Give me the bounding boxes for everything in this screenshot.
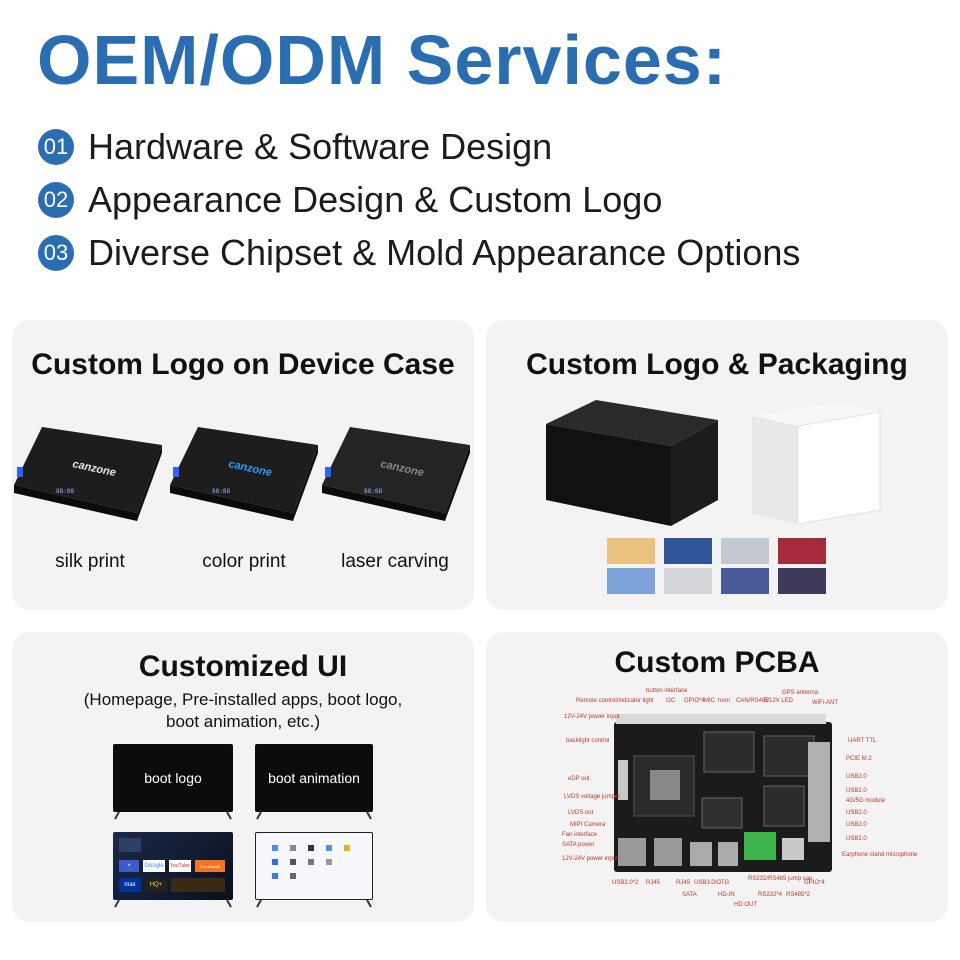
tv-boot-logo: boot logo: [113, 744, 233, 820]
pcb-callout-label: 4G/5G module: [846, 798, 886, 804]
card-ui: Customized UI (Homepage, Pre-installed a…: [12, 632, 474, 922]
pcb-callout-label: USB2.0: [846, 774, 867, 780]
device-box-silk: canzone 88:88: [14, 427, 162, 521]
service-item-1: 01 Hardware & Software Design: [38, 126, 552, 168]
option-label: silk print: [55, 551, 125, 572]
tv-screen: [255, 832, 373, 900]
pcb-callout-label: LVDS voltage jumper: [564, 794, 621, 800]
card-packaging: Custom Logo & Packaging: [486, 320, 948, 610]
option-label: color print: [202, 551, 286, 572]
pcb-callout-label: USB2.0: [846, 836, 867, 842]
service-item-3: 03 Diverse Chipset & Mold Appearance Opt…: [38, 232, 800, 274]
pcb-callout-label: SATA power: [562, 842, 595, 848]
device-boxes-image: canzone 88:88 canzone 88:88 canzone 88:8…: [14, 427, 470, 521]
tv-homepage-light: [255, 832, 373, 908]
pcb-callout-label: RS232/RS485 jump cap: [748, 876, 813, 882]
tv-homepage-dark: + Google YouTube Crunchyroll max HQ+: [113, 832, 233, 908]
app-tile: Google: [143, 860, 165, 872]
card-title: Custom PCBA: [614, 646, 820, 679]
pcb-board-image: [614, 714, 832, 872]
card-subtitle: boot animation, etc.): [165, 712, 321, 731]
pcb-callout-label: HD-IN: [718, 892, 735, 898]
color-swatch: [664, 568, 712, 594]
pcb-callout-label: MIC: [704, 698, 715, 704]
pcb-callout-label: USB2.0*2: [612, 880, 639, 886]
tv-boot-animation: boot animation: [255, 744, 373, 820]
color-swatch: [778, 538, 826, 564]
tv-stand: [114, 900, 232, 908]
tv-stand: [256, 812, 372, 820]
pcb-callout-label: I2C: [666, 698, 676, 704]
pcb-callout-label: RJ45: [646, 880, 661, 886]
pcb-callout-label: eDP out: [568, 776, 590, 782]
number-badge: 02: [38, 182, 74, 218]
color-swatch: [778, 568, 826, 594]
pcb-callout-label: 12V-24V power input: [564, 714, 620, 720]
pcb-callout-label: horn: [718, 698, 731, 704]
pcb-callout-label: 5/12V LED: [764, 698, 794, 704]
app-tile: Crunchyroll: [195, 860, 225, 872]
pcb-callout-label: Remote control/indicator light: [576, 698, 654, 704]
svg-text:88:88: 88:88: [56, 488, 74, 495]
pcb-callout-label: GPS antenna: [782, 690, 819, 696]
color-swatch: [664, 538, 712, 564]
pcb-callout-label: 12V-24V power input: [562, 856, 618, 862]
pcb-callout-label: USB2.0: [846, 788, 867, 794]
pcb-callout-label: RJ45: [676, 880, 691, 886]
tv-screen-text: boot animation: [255, 744, 373, 812]
pcb-callout-label: RS232*4: [758, 892, 783, 898]
card-subtitle: (Homepage, Pre-installed apps, boot logo…: [83, 690, 403, 709]
app-tile: max: [119, 878, 141, 892]
service-text: Hardware & Software Design: [88, 126, 553, 167]
pcb-callout-label: PCIE M.2: [846, 756, 872, 762]
device-box-color: canzone 88:88: [170, 427, 318, 521]
pcb-callout-label: GPIO*4: [684, 698, 705, 704]
device-box-laser: canzone 88:88: [322, 427, 470, 521]
tv-screen: + Google YouTube Crunchyroll max HQ+: [113, 832, 233, 900]
page-title: OEM/ODM Services:: [37, 21, 727, 99]
packaging-boxes-image: [546, 400, 881, 526]
pcb-callout-label: MIPI Camera: [570, 822, 606, 828]
color-swatch: [721, 568, 769, 594]
app-tile: HQ+: [145, 878, 167, 892]
service-text: Diverse Chipset & Mold Appearance Option…: [88, 232, 801, 273]
tv-stand: [114, 812, 232, 820]
number-badge: 01: [38, 129, 74, 165]
pcb-callout-label: button interface: [646, 688, 688, 694]
card-logo-case: Custom Logo on Device Case canzone 88:88…: [12, 320, 474, 610]
card-title: Customized UI: [138, 650, 348, 683]
card-title: Custom Logo & Packaging: [526, 348, 908, 381]
service-text: Appearance Design & Custom Logo: [88, 179, 663, 220]
pcb-callout-label: USB2.0: [846, 810, 867, 816]
white-box: [752, 402, 881, 525]
pcb-callout-label: USB2.0: [846, 822, 867, 828]
app-tile: YouTube: [169, 860, 191, 872]
pcb-callout-label: HD OUT: [734, 902, 757, 908]
pcb-callout-label: WiFi-ANT: [812, 700, 838, 706]
service-item-2: 02 Appearance Design & Custom Logo: [38, 179, 662, 221]
pcb-callout-label: RS485*2: [786, 892, 811, 898]
pcb-callout-label: Earphone stand microphone: [842, 852, 918, 858]
option-label: laser carving: [341, 551, 449, 572]
pcb-callout-label: SATA: [682, 892, 697, 898]
tv-stand: [256, 900, 372, 908]
color-swatch: [607, 568, 655, 594]
color-swatch: [607, 538, 655, 564]
pcb-callout-label: GPIO*4: [804, 880, 825, 886]
tv-screen-text: boot logo: [113, 744, 233, 812]
pcb-callout-label: Fan interface: [562, 832, 598, 838]
svg-text:88:88: 88:88: [364, 488, 382, 495]
pcb-callout-label: backlight control: [566, 738, 610, 744]
color-swatch: [721, 538, 769, 564]
number-badge: 03: [38, 235, 74, 271]
svg-text:88:88: 88:88: [212, 488, 230, 495]
pcb-callout-label: UART TTL: [848, 738, 877, 744]
pcb-callout-label: CAN/RS485: [736, 698, 769, 704]
card-title: Custom Logo on Device Case: [31, 348, 455, 381]
app-icons-grid: [272, 845, 350, 879]
black-box: [546, 400, 718, 526]
pcb-callout-label: LVDS out: [568, 810, 594, 816]
pcb-callout-label: USB3.0/OTG: [694, 880, 730, 886]
